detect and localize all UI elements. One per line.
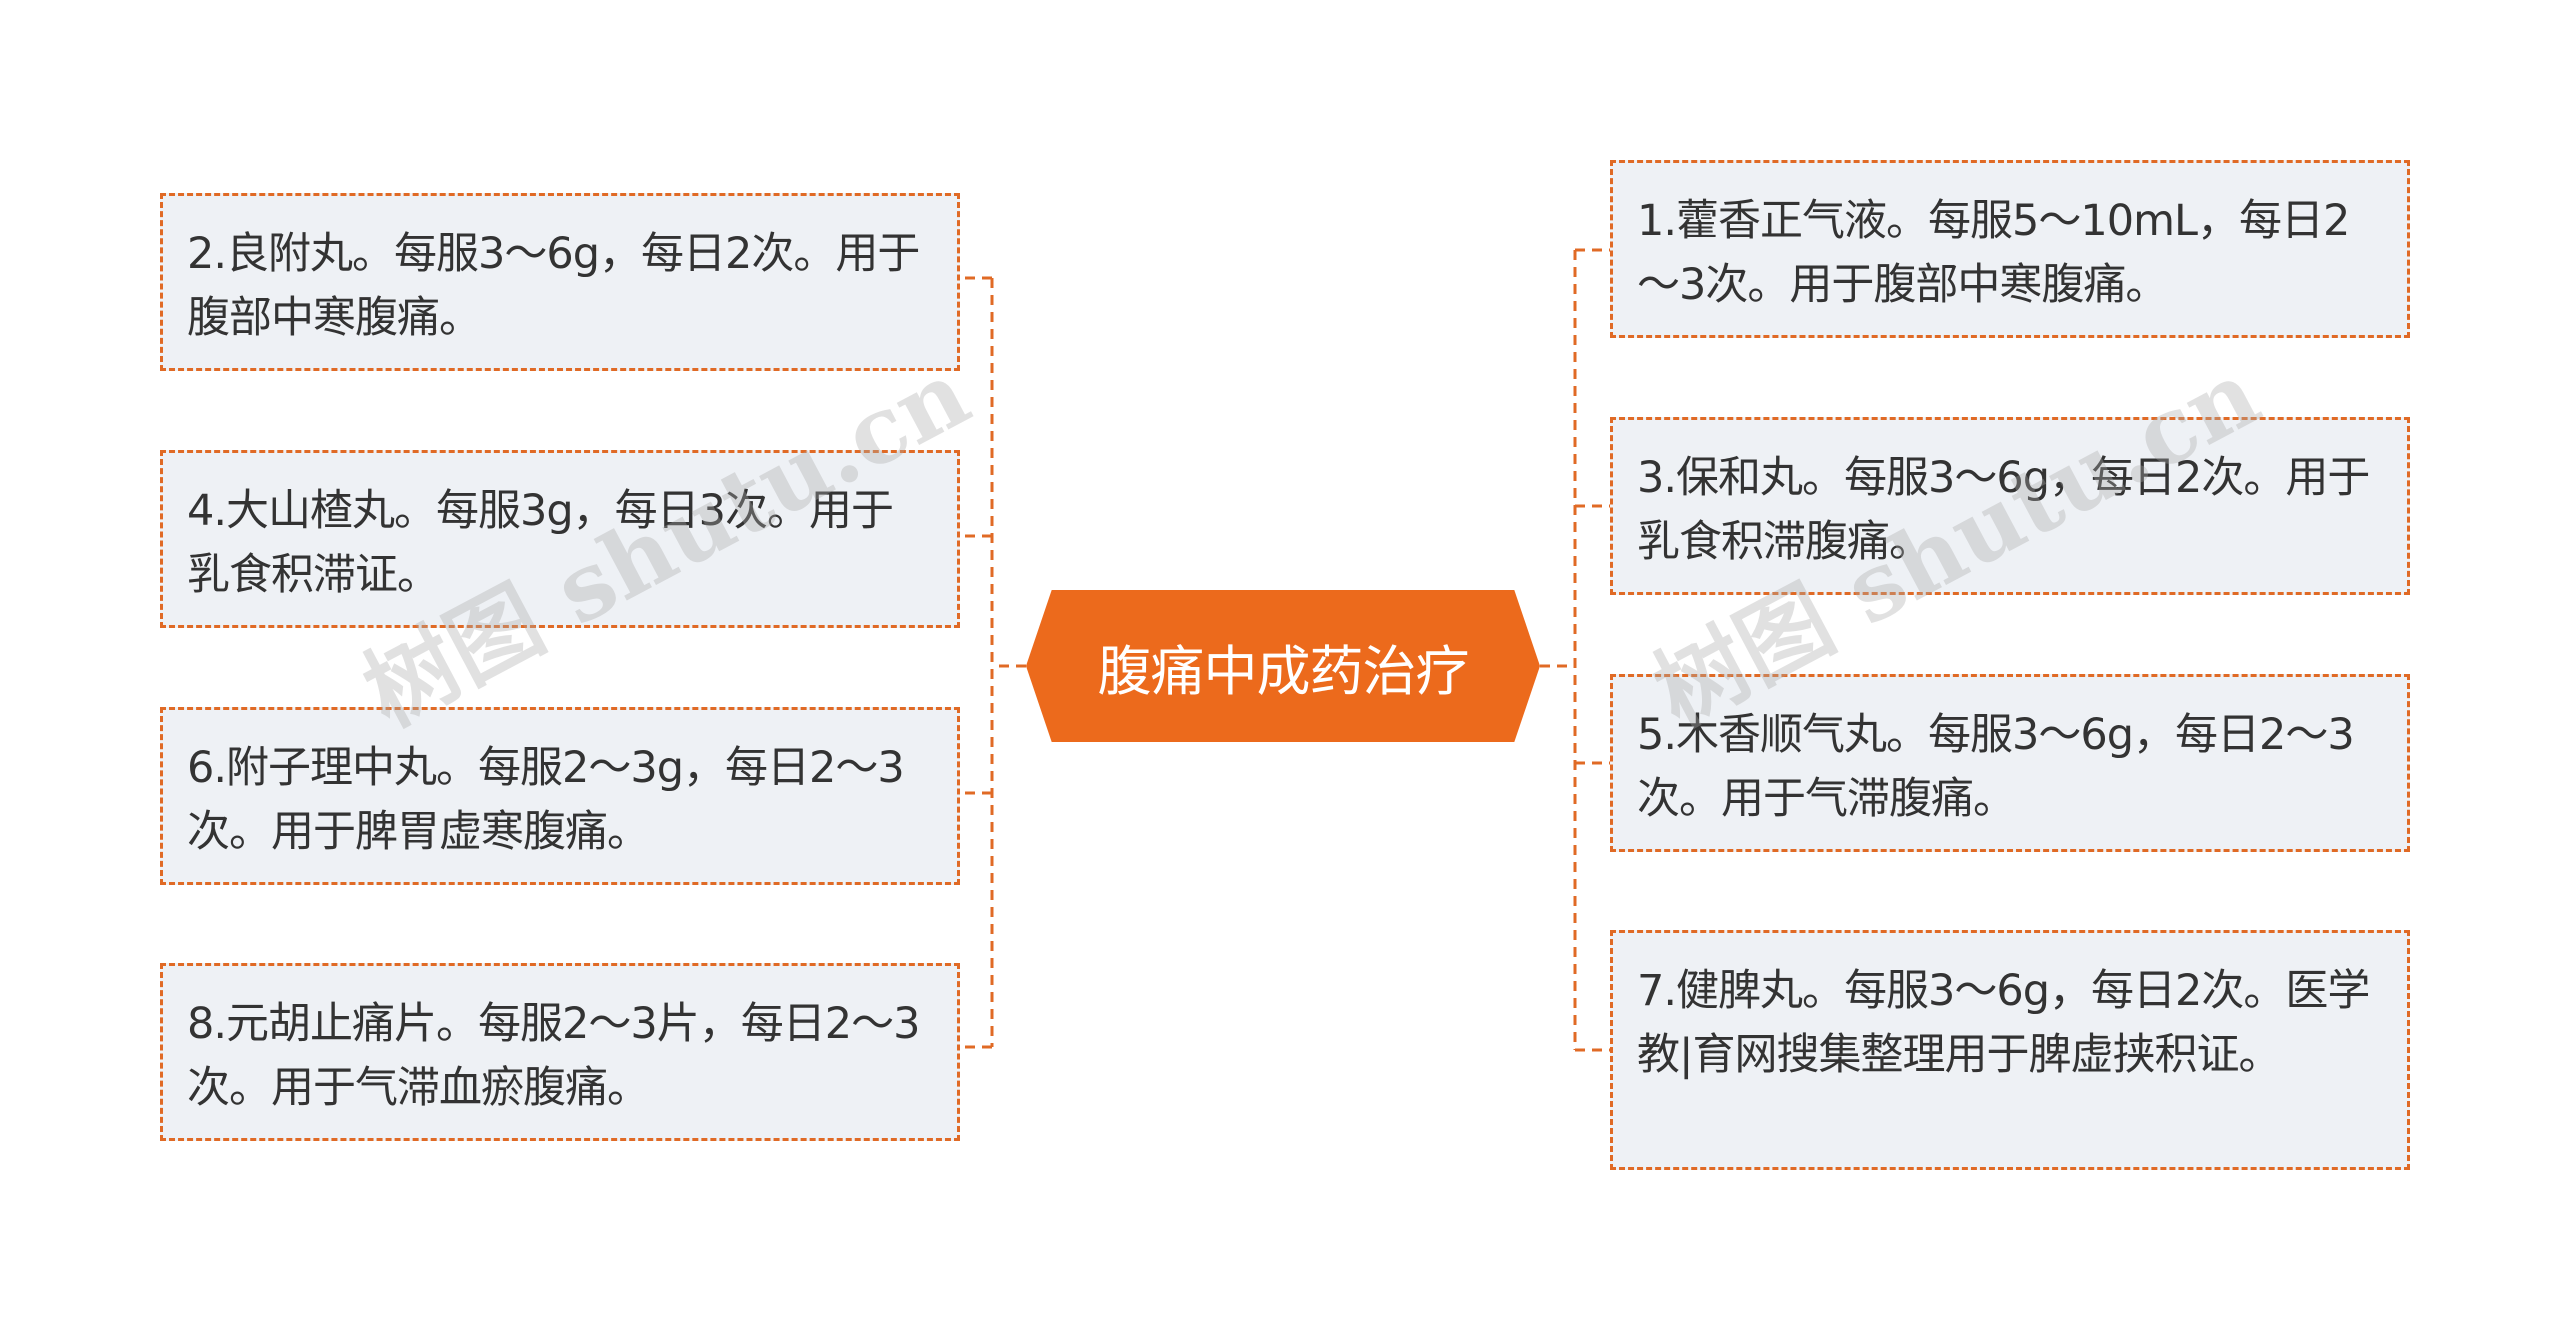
right-node-2-text: 3.保和丸。每服3～6g，每日2次。用于乳食积滞腹痛。 bbox=[1637, 453, 2370, 567]
right-node-1[interactable]: 1.藿香正气液。每服5～10mL，每日2～3次。用于腹部中寒腹痛。 bbox=[1610, 160, 2410, 338]
right-node-4[interactable]: 7.健脾丸。每服3～6g，每日2次。医学教|育网搜集整理用于脾虚挟积证。 bbox=[1610, 930, 2410, 1170]
left-node-4-text: 8.元胡止痛片。每服2～3片，每日2～3次。用于气滞血瘀腹痛。 bbox=[187, 999, 920, 1113]
left-node-1[interactable]: 2.良附丸。每服3～6g，每日2次。用于腹部中寒腹痛。 bbox=[160, 193, 960, 371]
left-node-1-text: 2.良附丸。每服3～6g，每日2次。用于腹部中寒腹痛。 bbox=[187, 229, 920, 343]
central-topic-label: 腹痛中成药治疗 bbox=[1097, 639, 1470, 703]
connector-trunk-right bbox=[1540, 250, 1577, 1050]
right-node-3[interactable]: 5.木香顺气丸。每服3～6g，每日2～3次。用于气滞腹痛。 bbox=[1610, 674, 2410, 852]
right-node-4-text: 7.健脾丸。每服3～6g，每日2次。医学教|育网搜集整理用于脾虚挟积证。 bbox=[1637, 966, 2370, 1080]
left-node-3[interactable]: 6.附子理中丸。每服2～3g，每日2～3次。用于脾胃虚寒腹痛。 bbox=[160, 707, 960, 885]
left-node-2[interactable]: 4.大山楂丸。每服3g，每日3次。用于乳食积滞证。 bbox=[160, 450, 960, 628]
right-node-2[interactable]: 3.保和丸。每服3～6g，每日2次。用于乳食积滞腹痛。 bbox=[1610, 417, 2410, 595]
connector-trunk-left bbox=[990, 278, 1026, 1047]
left-node-2-text: 4.大山楂丸。每服3g，每日3次。用于乳食积滞证。 bbox=[187, 486, 894, 600]
central-topic[interactable]: 腹痛中成药治疗 bbox=[1026, 590, 1540, 742]
left-node-4[interactable]: 8.元胡止痛片。每服2～3片，每日2～3次。用于气滞血瘀腹痛。 bbox=[160, 963, 960, 1141]
right-node-3-text: 5.木香顺气丸。每服3～6g，每日2～3次。用于气滞腹痛。 bbox=[1637, 710, 2355, 824]
left-node-3-text: 6.附子理中丸。每服2～3g，每日2～3次。用于脾胃虚寒腹痛。 bbox=[187, 743, 905, 857]
right-node-1-text: 1.藿香正气液。每服5～10mL，每日2～3次。用于腹部中寒腹痛。 bbox=[1637, 196, 2350, 310]
